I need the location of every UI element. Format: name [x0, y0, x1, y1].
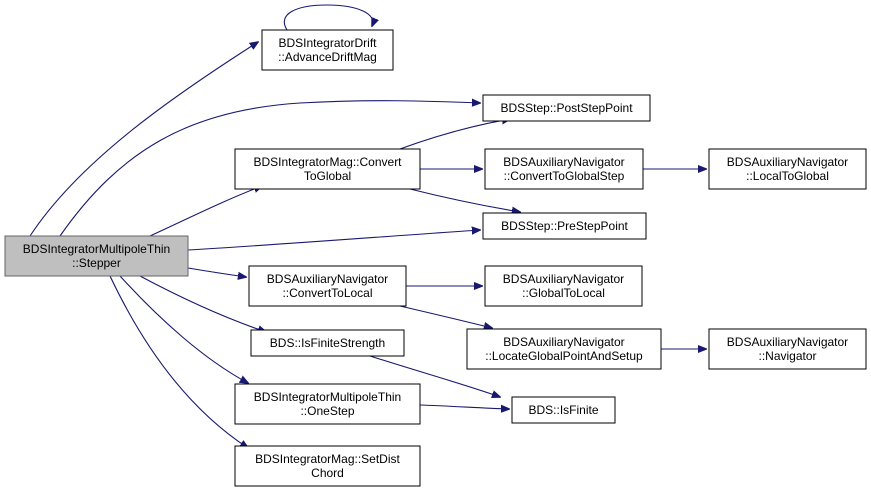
- node-post[interactable]: BDSStep::PostStepPoint: [482, 94, 651, 122]
- node-label-line: BDSIntegratorMag::SetDist: [255, 452, 400, 466]
- node-label-line: ::AdvanceDriftMag: [278, 50, 377, 64]
- node-label-line: ::Navigator: [758, 349, 816, 363]
- node-label-line: ::LocalToGlobal: [746, 169, 829, 183]
- node-box: [261, 29, 394, 71]
- node-box: [482, 94, 651, 122]
- node-label-line: BDSIntegratorDrift: [278, 36, 377, 50]
- edges-layer: [29, 4, 706, 448]
- edge-auxconvloc-to-locate: [399, 305, 492, 328]
- node-auxl2g[interactable]: BDSAuxiliaryNavigator::LocalToGlobal: [708, 148, 867, 190]
- node-label-line: BDSAuxiliaryNavigator: [267, 272, 388, 286]
- node-label-line: ::GlobalToLocal: [522, 286, 605, 300]
- node-label-line: ::LocateGlobalPointAndSetup: [485, 349, 643, 363]
- node-box: [484, 265, 643, 307]
- edge-stepper-to-post: [59, 101, 480, 237]
- node-onestep[interactable]: BDSIntegratorMultipoleThin::OneStep: [234, 383, 421, 425]
- node-label-line: ::OneStep: [300, 404, 354, 418]
- node-label-line: BDSAuxiliaryNavigator: [503, 155, 624, 169]
- node-label-line: BDSIntegratorMultipoleThin: [23, 242, 170, 256]
- node-box: [248, 265, 407, 307]
- node-label-line: ToGlobal: [304, 169, 351, 183]
- node-label-line: BDSStep::PostStepPoint: [500, 101, 633, 115]
- node-isfinite[interactable]: BDS::IsFinite: [511, 396, 616, 424]
- edge-stepper-to-setdist: [109, 275, 248, 448]
- node-label-line: BDSAuxiliaryNavigator: [503, 272, 624, 286]
- node-isfinstr[interactable]: BDS::IsFiniteStrength: [250, 329, 405, 357]
- edge-stepper-to-isfinstr: [139, 275, 266, 332]
- edge-onestep-to-isfinite: [419, 405, 509, 409]
- edge-isfinstr-to-isfinite: [369, 355, 500, 397]
- edge-stepper-to-auxconvloc: [187, 267, 246, 277]
- node-label-line: BDS::IsFiniteStrength: [270, 336, 385, 350]
- edge-advance-to-advance: [283, 4, 372, 31]
- edge-stepper-to-convglob: [149, 186, 262, 237]
- node-box: [466, 328, 662, 370]
- edge-convglob-to-post: [399, 119, 510, 150]
- node-stepper[interactable]: BDSIntegratorMultipoleThin::Stepper: [4, 235, 189, 277]
- node-label-line: BDSStep::PreStepPoint: [501, 219, 628, 233]
- node-label-line: BDSAuxiliaryNavigator: [503, 335, 624, 349]
- edge-stepper-to-advance: [29, 42, 258, 237]
- node-label-line: Chord: [311, 466, 344, 480]
- node-box: [708, 148, 867, 190]
- nodes-layer: BDSIntegratorMultipoleThin::StepperBDSIn…: [4, 29, 867, 487]
- edge-stepper-to-onestep: [119, 275, 248, 383]
- node-pre[interactable]: BDSStep::PreStepPoint: [482, 212, 647, 240]
- edge-convglob-to-pre: [409, 188, 520, 212]
- node-box: [708, 328, 867, 370]
- node-label-line: BDSAuxiliaryNavigator: [727, 335, 848, 349]
- edge-stepper-to-pre: [187, 230, 480, 251]
- node-box: [511, 396, 616, 424]
- node-convglob[interactable]: BDSIntegratorMag::ConvertToGlobal: [234, 148, 421, 190]
- node-nav[interactable]: BDSAuxiliaryNavigator::Navigator: [708, 328, 867, 370]
- node-label-line: BDSIntegratorMag::Convert: [253, 155, 402, 169]
- node-box: [250, 329, 405, 357]
- node-label-line: ::ConvertToLocal: [282, 286, 372, 300]
- node-box: [484, 148, 644, 190]
- node-label-line: ::ConvertToGlobalStep: [504, 169, 625, 183]
- node-auxconvglob[interactable]: BDSAuxiliaryNavigator::ConvertToGlobalSt…: [484, 148, 644, 190]
- node-label-line: ::Stepper: [72, 256, 121, 270]
- node-auxconvloc[interactable]: BDSAuxiliaryNavigator::ConvertToLocal: [248, 265, 407, 307]
- node-box: [234, 445, 421, 487]
- node-box: [482, 212, 647, 240]
- node-box: [4, 235, 189, 277]
- node-auxg2l[interactable]: BDSAuxiliaryNavigator::GlobalToLocal: [484, 265, 643, 307]
- node-label-line: BDSAuxiliaryNavigator: [727, 155, 848, 169]
- node-locate[interactable]: BDSAuxiliaryNavigator::LocateGlobalPoint…: [466, 328, 662, 370]
- node-box: [234, 383, 421, 425]
- node-label-line: BDS::IsFinite: [528, 403, 598, 417]
- node-advance[interactable]: BDSIntegratorDrift::AdvanceDriftMag: [261, 29, 394, 71]
- node-box: [234, 148, 421, 190]
- node-label-line: BDSIntegratorMultipoleThin: [254, 390, 401, 404]
